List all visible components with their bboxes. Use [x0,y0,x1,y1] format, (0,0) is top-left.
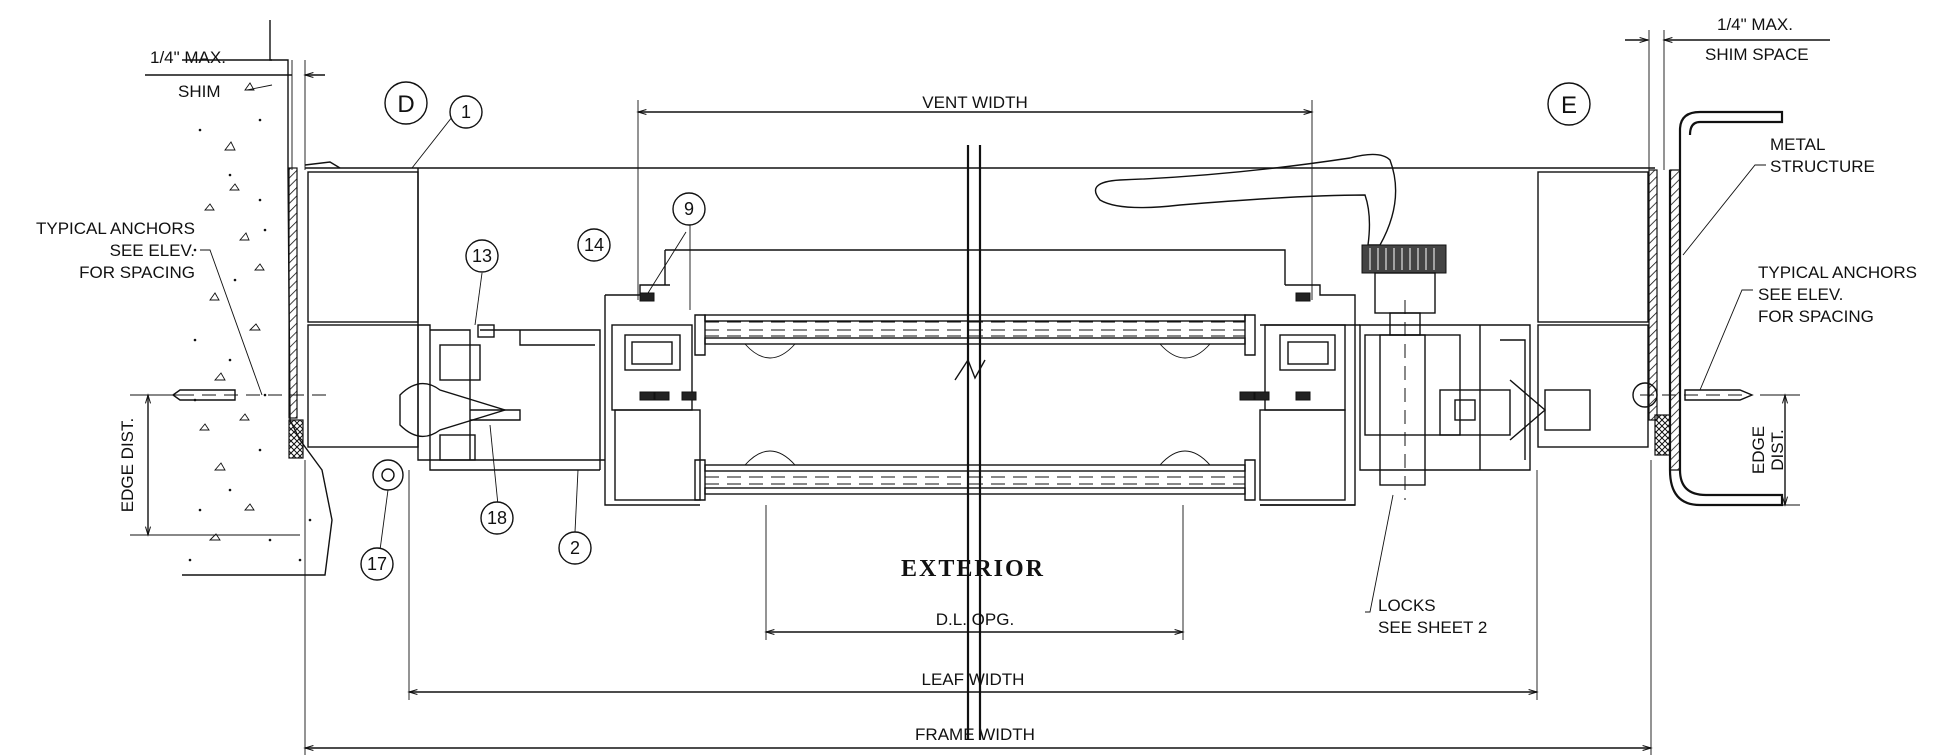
callout-9: 9 [672,192,706,226]
svg-text:2: 2 [570,538,580,558]
shim-left-line2: SHIM [178,82,221,101]
anchors-left-line3: FOR SPACING [79,263,195,282]
leader-lines [200,84,1766,613]
metal-structure-line2: STRUCTURE [1770,157,1875,176]
vent-width-label: VENT WIDTH [922,93,1027,112]
left-anchor-assembly [171,324,521,491]
shim-left-line1: 1/4" MAX. [150,48,226,67]
handle-assembly [1094,153,1591,500]
leaf-width-label: LEAF WIDTH [922,670,1025,689]
anchors-left-line2: SEE ELEV. [110,241,195,260]
callout-2: 2 [558,531,592,565]
vent-sash [604,145,1356,740]
svg-text:18: 18 [487,508,507,528]
edge-dist-left-label: EDGE DIST. [118,418,137,512]
shim-right-line2: SHIM SPACE [1705,45,1809,64]
svg-text:13: 13 [472,246,492,266]
masonry-wall-left [182,20,333,576]
edge-dist-right-line2: DIST. [1768,429,1787,471]
right-anchor-assembly [1632,382,1754,408]
callout-18: 18 [480,501,514,535]
frame-width-label: FRAME WIDTH [915,725,1035,744]
svg-text:9: 9 [684,199,694,219]
svg-text:14: 14 [584,235,604,255]
callout-13: 13 [465,239,499,273]
annotation-labels: 1/4" MAX. SHIM 1/4" MAX. SHIM SPACE TYPI… [36,15,1917,744]
anchors-left-line1: TYPICAL ANCHORS [36,219,195,238]
svg-text:D: D [397,91,414,118]
svg-text:17: 17 [367,554,387,574]
callout-bubbles: D E 1 9 13 14 18 2 [360,81,1591,581]
svg-text:E: E [1561,92,1577,119]
callout-d: D [384,81,428,125]
metal-structure-line1: METAL [1770,135,1825,154]
shim-right-line1: 1/4" MAX. [1717,15,1793,34]
callout-14: 14 [577,228,611,262]
callout-e: E [1547,82,1591,126]
dl-opg-label: D.L. OPG. [936,610,1014,629]
exterior-label: EXTERIOR [901,556,1045,582]
locks-line1: LOCKS [1378,596,1436,615]
anchors-right-line3: FOR SPACING [1758,307,1874,326]
edge-dist-right-line1: EDGE [1749,426,1768,474]
callout-1: 1 [449,95,483,129]
anchors-right-line1: TYPICAL ANCHORS [1758,263,1917,282]
svg-text:1: 1 [461,102,471,122]
dimension-lines [130,30,1830,755]
locks-line2: SEE SHEET 2 [1378,618,1487,637]
anchors-right-line2: SEE ELEV. [1758,285,1843,304]
callout-17: 17 [360,547,394,581]
